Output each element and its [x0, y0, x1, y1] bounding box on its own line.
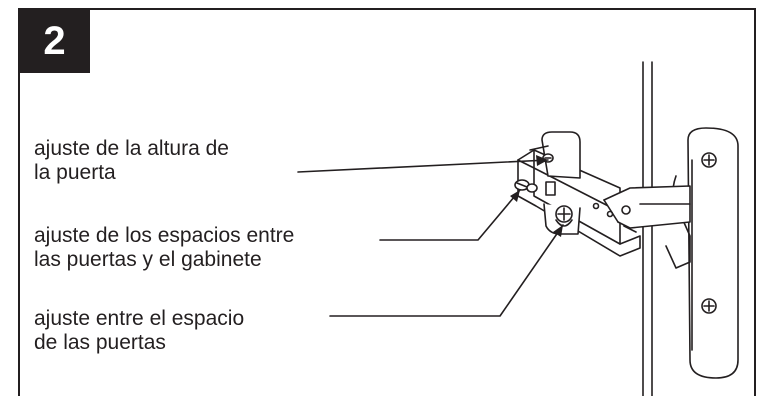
callout-door-height-line1: ajuste de la altura de	[34, 137, 229, 160]
leader-line-door-height	[297, 159, 549, 173]
spacing-adjust-screw	[555, 205, 573, 227]
step-number-badge: 2	[19, 9, 90, 73]
callout-door-spacing-line2: de las puertas	[34, 331, 166, 354]
cabinet-frame-edge	[642, 61, 653, 396]
callout-door-cabinet-gap-adjustment: ajuste de los espacios entre las puertas…	[34, 224, 294, 272]
gap-adjust-screw	[514, 179, 538, 193]
callout-door-height-line2: la puerta	[34, 161, 116, 184]
callout-door-cabinet-gap-line1: ajuste de los espacios entre	[34, 224, 295, 247]
leader-line-door-spacing	[329, 224, 564, 317]
mounting-plate	[665, 127, 739, 379]
callout-door-spacing-line1: ajuste entre el espacio	[34, 307, 245, 330]
callout-door-cabinet-gap-line2: las puertas y el gabinete	[34, 248, 262, 271]
hinge-arm	[517, 149, 691, 257]
callout-door-height-adjustment: ajuste de la altura de la puerta	[34, 137, 229, 185]
leader-line-door-cabinet-gap	[379, 189, 521, 241]
callout-door-spacing-adjustment: ajuste entre el espacio de las puertas	[34, 307, 244, 355]
